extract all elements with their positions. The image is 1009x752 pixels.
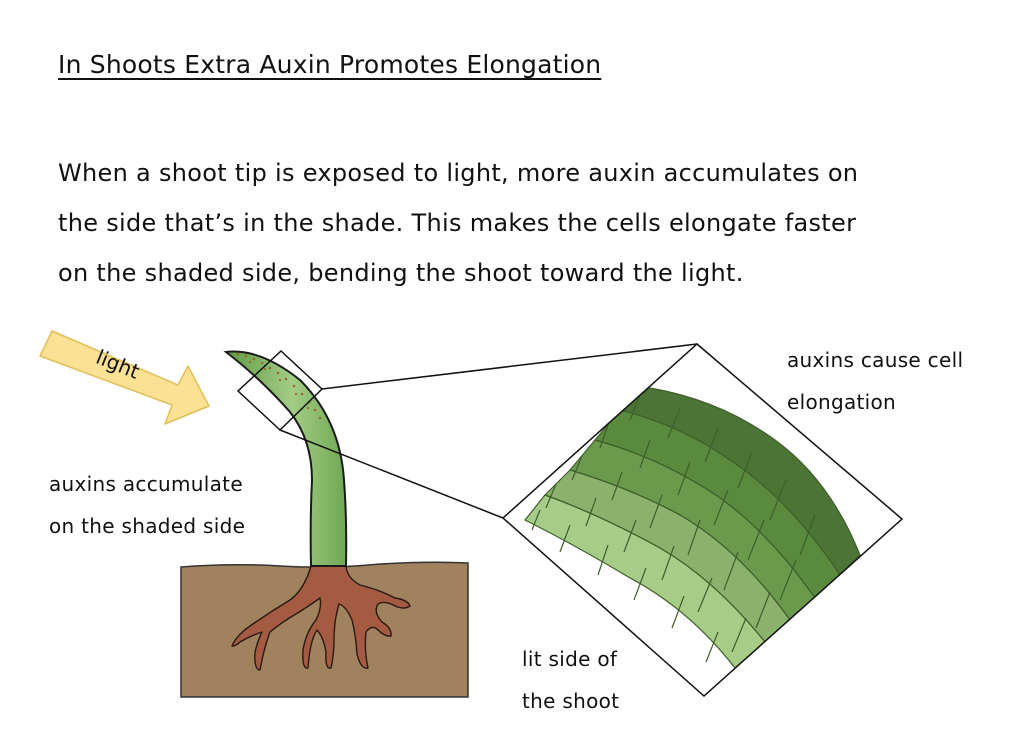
shaded-side-label: auxins accumulate on the shaded side (49, 472, 246, 538)
magnified-cells (524, 387, 861, 669)
paragraph-line: the side that’s in the shade. This makes… (58, 209, 857, 237)
elongation-label: auxins cause cell elongation (787, 348, 964, 414)
light-arrow-icon: light (39, 330, 210, 425)
magnified-view-frame (501, 343, 904, 698)
lit-side-label: lit side of the shoot (522, 647, 620, 713)
explanation-paragraph: When a shoot tip is exposed to light, mo… (58, 148, 978, 298)
shoot-stem (223, 350, 348, 567)
page-title: In Shoots Extra Auxin Promotes Elongatio… (58, 50, 602, 79)
paragraph-line: on the shaded side, bending the shoot to… (58, 259, 744, 287)
paragraph-line: When a shoot tip is exposed to light, mo… (58, 159, 859, 187)
roots-icon (231, 565, 411, 671)
